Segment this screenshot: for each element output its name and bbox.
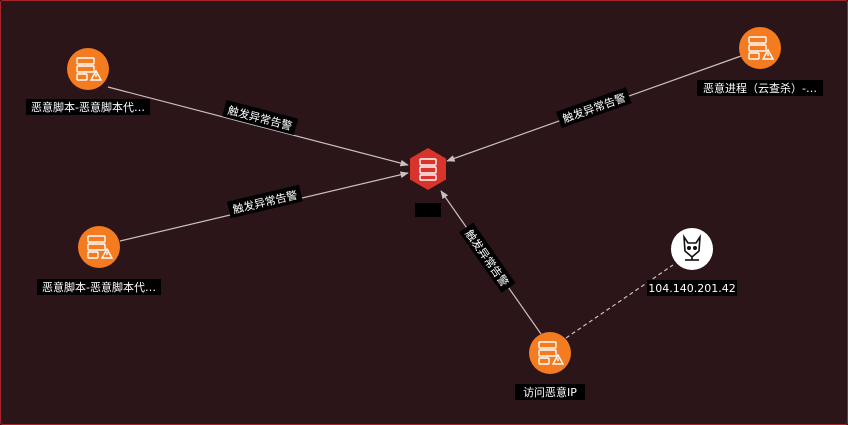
svg-text:触发异常告警: 触发异常告警 <box>226 103 293 133</box>
svg-text:触发异常告警: 触发异常告警 <box>231 188 298 217</box>
node-label: 104.140.201.42 <box>648 282 735 295</box>
edges <box>107 55 742 339</box>
alert-node-circle <box>78 226 120 268</box>
ip-node-circle <box>671 228 713 270</box>
server-alert-icon <box>76 57 103 81</box>
node-center[interactable] <box>410 148 446 217</box>
edge-n4-ip[interactable] <box>565 264 674 339</box>
node-n2[interactable]: 恶意脚本-恶意脚本代… <box>37 226 161 295</box>
node-n3[interactable]: 恶意进程（云查杀）-… <box>697 27 823 96</box>
center-node-hexagon <box>410 148 446 190</box>
node-label: 访问恶意IP <box>523 385 577 399</box>
node-label: 恶意脚本-恶意脚本代… <box>31 100 145 114</box>
edge-label-n2-center: 触发异常告警 <box>226 184 303 219</box>
node-n1[interactable]: 恶意脚本-恶意脚本代… <box>26 48 150 115</box>
hacker-icon <box>682 234 702 261</box>
edge-label-n3-center: 触发异常告警 <box>556 87 632 128</box>
node-label: 恶意进程（云查杀）-… <box>703 81 817 95</box>
alert-node-circle <box>529 332 571 374</box>
server-alert-icon <box>538 341 565 365</box>
svg-text:触发异常告警: 触发异常告警 <box>462 227 511 289</box>
edge-n1-center[interactable] <box>107 86 409 167</box>
server-alert-icon <box>748 36 775 60</box>
node-label: 恶意脚本-恶意脚本代… <box>42 280 156 294</box>
edge-label-n1-center: 触发异常告警 <box>222 99 299 136</box>
alert-node-circle <box>739 27 781 69</box>
node-n4[interactable]: 访问恶意IP <box>515 332 585 400</box>
server-icon <box>419 158 437 181</box>
alert-node-circle <box>67 48 109 90</box>
redacted-label <box>415 203 441 217</box>
server-alert-icon <box>87 235 114 259</box>
edge-label-n4-center: 触发异常告警 <box>459 222 516 293</box>
node-ip[interactable]: 104.140.201.42 <box>647 228 737 296</box>
